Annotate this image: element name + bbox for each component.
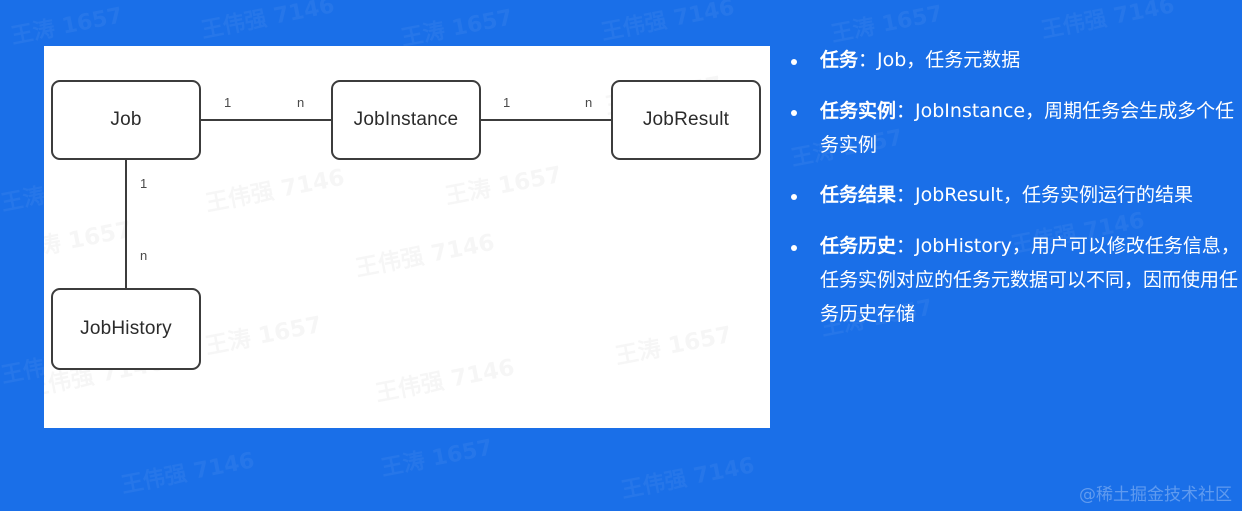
bullet-description: ：JobHistory，用户可以修改任务信息，任务实例对应的任务元数据可以不同，… [820,235,1240,325]
cardinality-job-instance-right: n [297,95,305,110]
description-list: 任务：Job，任务元数据 任务实例：JobInstance，周期任务会生成多个任… [785,44,1242,349]
watermark-text: 王涛 1657 [379,435,495,482]
watermark-text: 王伟强 7146 [352,223,497,283]
brand-watermark: @稀土掘金技术社区 [1079,485,1232,505]
edge-job-to-jobinstance [199,119,334,121]
watermark-text: 王伟强 7146 [599,0,737,46]
watermark-text: 王涛 1657 [442,155,564,211]
watermark-text: 王伟强 7146 [202,158,347,218]
cardinality-instance-result-left: 1 [503,95,511,110]
node-jobinstance[interactable]: JobInstance [331,80,481,160]
watermark-text: 王伟强 7146 [619,453,757,504]
list-item: 任务结果：JobResult，任务实例运行的结果 [785,179,1242,213]
bullet-description: ：Job，任务元数据 [858,49,1021,71]
watermark-text: 王涛 1657 [44,210,134,266]
watermark-text: 王伟强 7146 [199,0,337,44]
cardinality-job-history-top: 1 [140,176,148,191]
node-jobhistory[interactable]: JobHistory [51,288,201,370]
watermark-text: 王涛 1657 [399,5,515,52]
watermark-text: 王涛 1657 [9,3,125,50]
node-jobresult[interactable]: JobResult [611,80,761,160]
watermark-text: 王涛 1657 [202,305,324,361]
list-item: 任务历史：JobHistory，用户可以修改任务信息，任务实例对应的任务元数据可… [785,230,1242,331]
edge-jobinstance-to-jobresult [479,119,614,121]
cardinality-job-instance-left: 1 [224,95,232,110]
list-item: 任务实例：JobInstance，周期任务会生成多个任务实例 [785,95,1242,163]
edge-job-to-jobhistory [125,159,127,331]
watermark-text: 王涛 1657 [829,1,945,48]
watermark-text: 王伟强 7146 [119,448,257,499]
bullet-term: 任务结果 [820,184,897,207]
watermark-text: 王伟强 7146 [372,348,517,408]
cardinality-job-history-bottom: n [140,248,148,263]
cardinality-instance-result-right: n [585,95,593,110]
node-job[interactable]: Job [51,80,201,160]
list-item: 任务：Job，任务元数据 [785,44,1242,78]
bullet-term: 任务历史 [820,235,897,258]
bullet-term: 任务实例 [820,99,897,122]
bullet-description: ：JobInstance，周期任务会生成多个任务实例 [820,99,1235,156]
watermark-text: 王涛 1657 [612,315,734,371]
bullet-description: ：JobResult，任务实例运行的结果 [896,184,1194,207]
bullet-term: 任务 [820,49,859,71]
watermark-text: 王伟强 7146 [1039,0,1177,44]
diagram-panel: 王伟强 7146 王涛 1657 王涛 1657 王伟强 7146 王涛 165… [44,46,770,428]
